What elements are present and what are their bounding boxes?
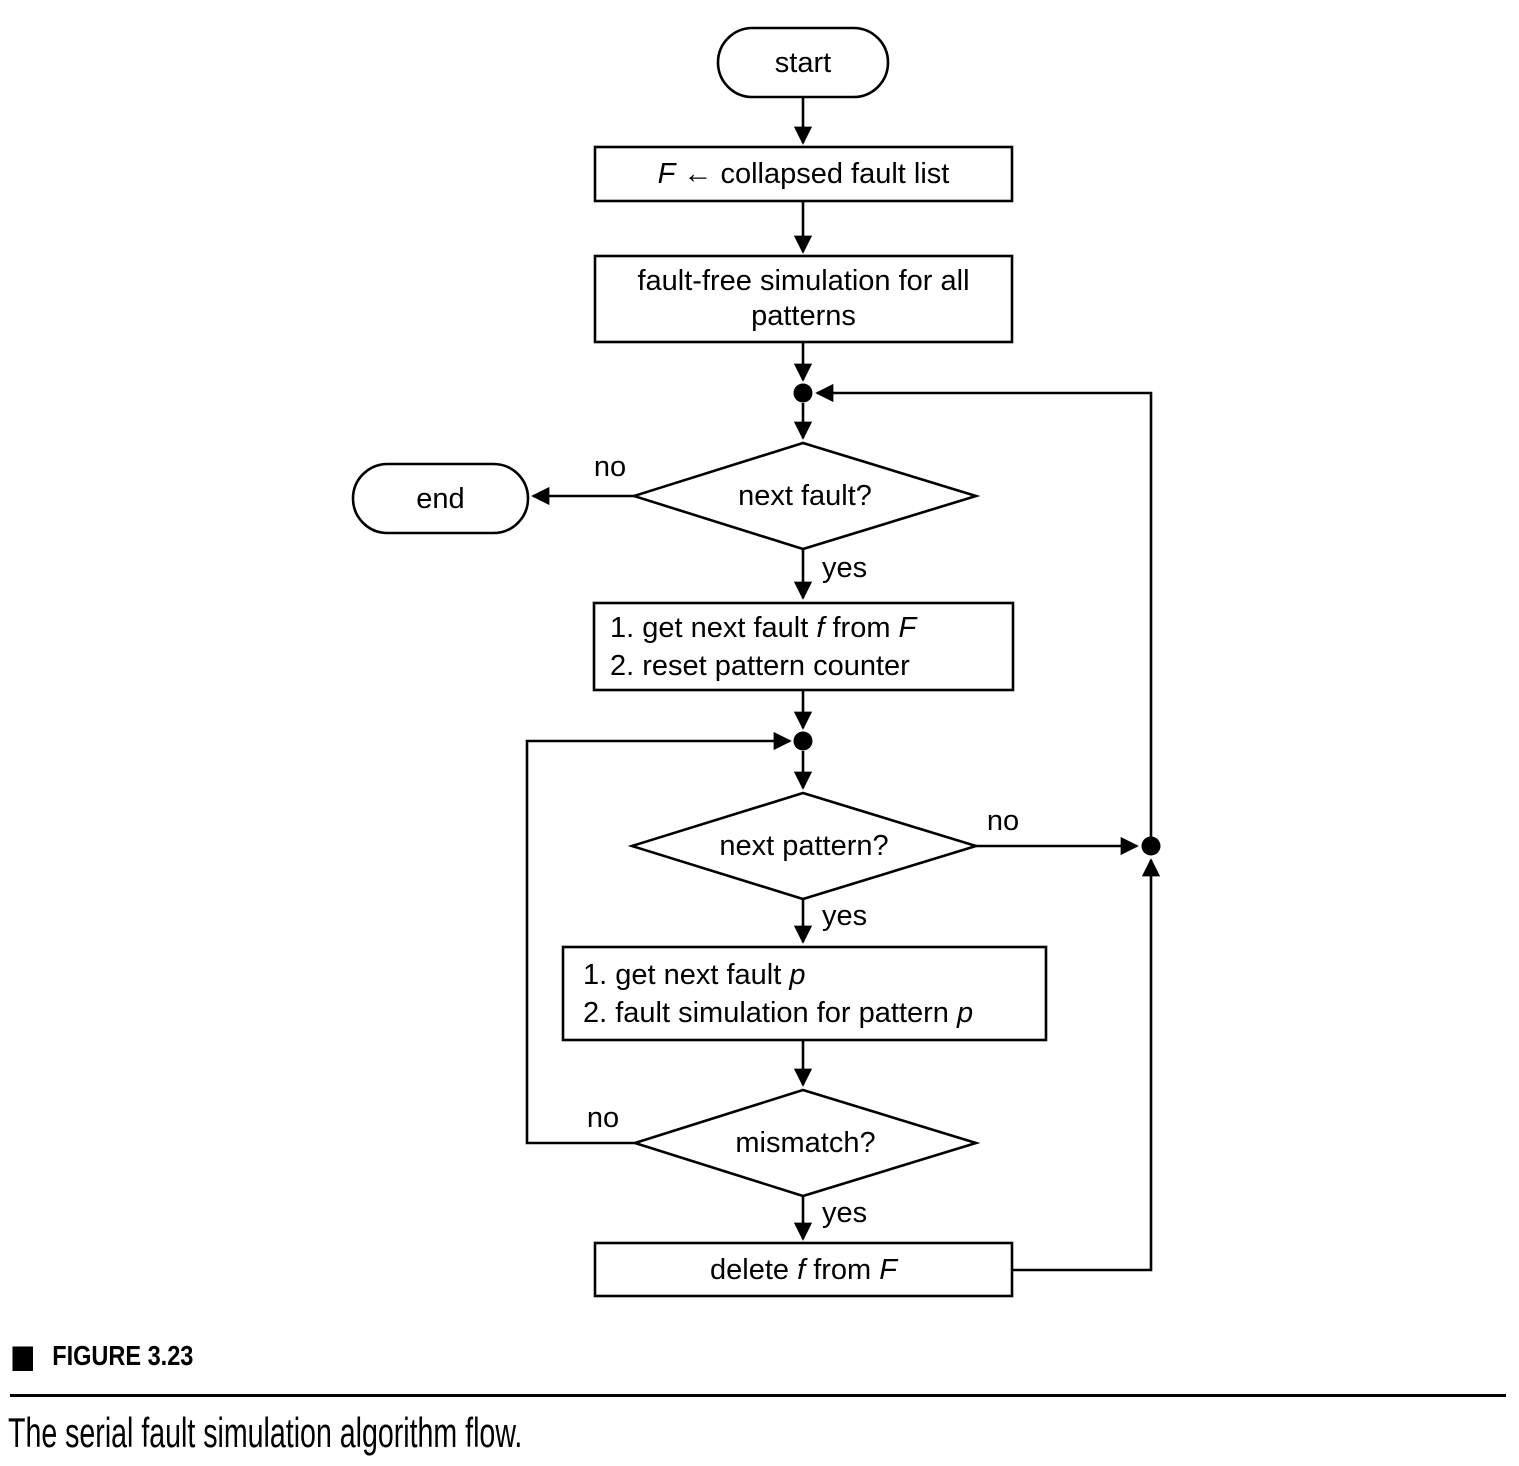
delete-fault-box-label: delete f from F [595, 1243, 1012, 1296]
figure-bullet-icon: ■ [10, 1337, 36, 1375]
get-fault-box-label: 1. get next fault f from F 2. reset patt… [594, 603, 1013, 690]
next-fault-yes-label: yes [822, 552, 868, 584]
fault-free-sim-box-label: fault-free simulation for all patterns [595, 256, 1012, 342]
sim-pattern-box-label: 1. get next fault p 2. fault simulation … [563, 947, 1046, 1040]
next-fault-decision-label: next fault? [634, 443, 976, 549]
node-getfault-shape [592, 601, 1015, 692]
figure-caption: The serial fault simulation algorithm fl… [8, 1409, 523, 1456]
end-text: end [416, 482, 465, 515]
junction-dot-2 [793, 731, 813, 751]
sim-pattern-item2: 2. fault simulation for pattern p [583, 994, 973, 1032]
delete-var-f: f [797, 1253, 806, 1286]
fault-list-rest: collapsed fault list [720, 158, 950, 190]
next-fault-text: next fault? [738, 480, 872, 512]
fault-list-var-F: F [657, 158, 676, 190]
assign-arrow: ← [675, 158, 721, 190]
next-pattern-no-label: no [986, 805, 1020, 837]
start-text: start [774, 46, 832, 79]
junction-dot-3 [1141, 836, 1161, 856]
fault-list-text: F ← collapsed fault list [658, 156, 950, 192]
figure-label: FIGURE 3.23 [52, 1340, 194, 1371]
mismatch-text: mismatch? [735, 1127, 876, 1159]
sim-pattern-item1-pre: 1. get next fault [583, 958, 790, 991]
delete-var-F: F [879, 1253, 897, 1286]
get-fault-item2: 2. reset pattern counter [610, 649, 910, 682]
mismatch-decision-label: mismatch? [635, 1090, 976, 1196]
node-simpattern-shape [561, 945, 1048, 1042]
node-faultfree-sim-shape [593, 254, 1014, 344]
next-pattern-text: next pattern? [719, 830, 889, 862]
delete-fault-text: delete f from F [710, 1252, 897, 1288]
collapsed-fault-list-box-label: F ← collapsed fault list [595, 147, 1012, 201]
get-fault-item1-mid: from [824, 611, 899, 644]
node-start-shape [716, 26, 890, 99]
node-mismatch-shape [630, 1088, 981, 1198]
mismatch-yes-label: yes [822, 1197, 868, 1229]
node-delete-shape [593, 1241, 1014, 1298]
next-pattern-yes-label: yes [822, 900, 868, 932]
fault-free-line1: fault-free simulation for all [637, 265, 970, 297]
start-terminator-label: start [718, 28, 888, 97]
fault-free-line2: patterns [751, 300, 856, 332]
sim-pattern-var-p2: p [956, 996, 974, 1029]
get-fault-var-F: F [898, 611, 917, 644]
node-nextfault-shape [629, 441, 981, 551]
flowchart-canvas [351, 26, 1161, 1298]
junction-dot-1 [793, 383, 813, 403]
delete-mid: from [805, 1253, 880, 1286]
edge-return-junction3-to-junction1 [815, 383, 1153, 838]
node-nextpattern-shape [627, 791, 981, 901]
get-fault-var-f: f [816, 611, 825, 644]
get-fault-item1-pre: 1. get next fault [610, 611, 817, 644]
next-pattern-decision-label: next pattern? [632, 793, 976, 899]
figure-divider-rule [10, 1394, 1506, 1397]
sim-pattern-var-p1: p [789, 958, 806, 991]
edge-delete-to-junction3 [1012, 858, 1161, 1272]
end-terminator-label: end [353, 464, 528, 533]
next-fault-no-label: no [593, 451, 627, 483]
node-end-shape [351, 462, 530, 535]
sim-pattern-item2-pre: 2. fault simulation for pattern [583, 996, 957, 1029]
get-fault-item1: 1. get next fault f from F [610, 609, 916, 647]
node-faultlist-shape [593, 145, 1014, 203]
edge-mismatch-no-loop [525, 731, 792, 1145]
delete-pre: delete [710, 1253, 798, 1286]
mismatch-no-label: no [586, 1102, 620, 1134]
sim-pattern-item1: 1. get next fault p [583, 956, 806, 994]
figure-label-row: ■ FIGURE 3.23 [10, 1340, 193, 1372]
